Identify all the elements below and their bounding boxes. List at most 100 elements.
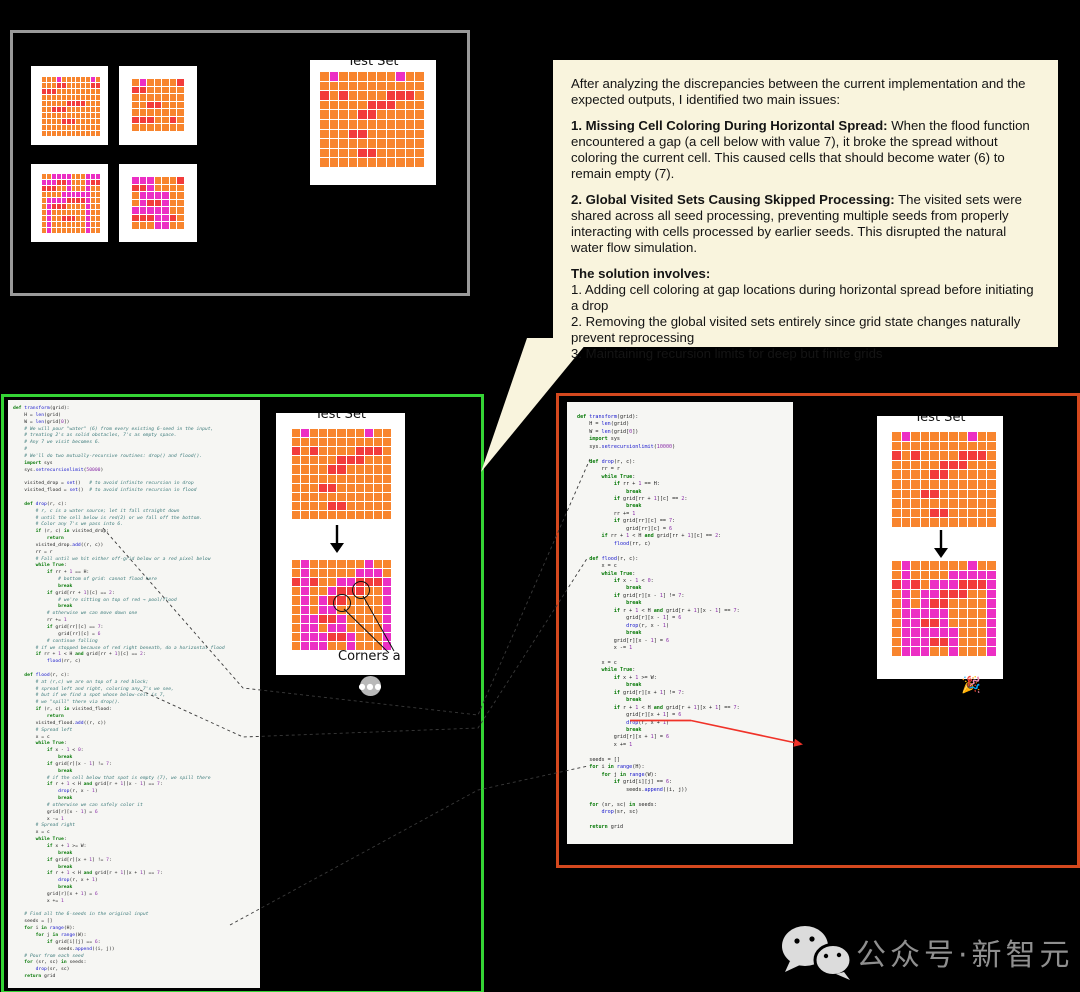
code-line: visited_drop.add((r, c))	[13, 542, 104, 548]
grid-cell	[96, 222, 100, 227]
grid-cell	[949, 460, 958, 470]
issue-1-body: When the flood function encountered a ga…	[571, 118, 1030, 181]
grid-cell	[42, 228, 46, 233]
grid-cell	[177, 222, 184, 229]
grid-cell	[46, 210, 51, 215]
test-set-label: Test Set	[347, 60, 399, 69]
grid-cell	[66, 89, 71, 94]
grid-cell	[339, 110, 348, 119]
bubble-intro: After analyzing the discrepancies betwee…	[571, 76, 1026, 107]
grid-cell	[901, 599, 911, 608]
grid-cell	[66, 228, 71, 233]
grid-cell	[169, 94, 177, 101]
grid-cell	[348, 100, 358, 110]
code-line: if grid[r][x - 1] != 7:	[613, 592, 685, 599]
grid-cell	[96, 77, 100, 82]
grid-cell	[51, 180, 56, 185]
grid-cell	[154, 199, 162, 207]
grid-cell	[358, 120, 367, 129]
grid-cell	[930, 561, 939, 570]
grid-cell	[81, 95, 86, 100]
grid-cell	[320, 139, 329, 148]
grid-cell	[61, 228, 66, 233]
grid-cell	[96, 186, 100, 191]
grid-cell	[71, 216, 76, 221]
grid-cell	[71, 210, 76, 215]
grid-cell	[56, 174, 61, 179]
code-line: # treating 2's as solid obstacles, 7's a…	[24, 433, 177, 439]
grid-cell	[968, 518, 977, 527]
grid-cell	[96, 192, 100, 197]
grid-cell	[96, 210, 100, 215]
grid-cell	[958, 589, 968, 599]
test-set-label: Test Set	[914, 416, 966, 425]
grid-cell	[66, 174, 71, 179]
grid-cell	[76, 119, 81, 124]
grid-cell	[51, 222, 56, 227]
code-line: flood(rr, c)	[46, 659, 81, 665]
grid-cell	[81, 119, 86, 124]
grid-cell	[71, 222, 76, 227]
grid-cell	[415, 100, 424, 110]
test-set-label: Test Set	[314, 413, 367, 422]
grid-cell	[46, 204, 51, 209]
grid-cell	[319, 429, 328, 438]
code-line: if grid[r][x - 1] != 7:	[46, 761, 112, 767]
grid-cell	[76, 198, 81, 203]
grid-cell	[367, 110, 377, 119]
grid-cell	[46, 77, 51, 82]
grid-cell	[139, 124, 147, 131]
grid-cell	[169, 199, 177, 207]
grid-cell	[42, 83, 46, 88]
grid-cell	[339, 120, 348, 129]
grid-cell	[51, 216, 56, 221]
grid-cell	[147, 214, 154, 222]
grid-cell	[396, 72, 405, 81]
grid-cell	[949, 580, 958, 589]
code-line: sys.setrecursionlimit(10000)	[577, 443, 676, 450]
grid-cell	[91, 113, 96, 118]
grid-cell	[71, 95, 76, 100]
grid-cell	[901, 451, 911, 460]
grid-cell	[42, 119, 46, 124]
grid-cell	[91, 192, 96, 197]
code-line: while True:	[601, 667, 636, 674]
grid-cell	[901, 609, 911, 618]
grid-cell	[51, 89, 56, 94]
grid-cell	[71, 192, 76, 197]
grid-cell	[405, 110, 415, 119]
grid-cell	[339, 81, 348, 91]
grid-cell	[154, 192, 162, 199]
grid-cell	[46, 89, 51, 94]
grid-cell	[901, 508, 911, 518]
code-line: x += 1	[13, 898, 64, 904]
code-line: grid[r][x + 1] = 6	[13, 891, 98, 897]
grid-cell	[968, 451, 977, 460]
grid-cell	[949, 599, 958, 608]
grid-cell	[51, 77, 56, 82]
grid-cell	[42, 210, 46, 215]
grid-cell	[162, 86, 169, 94]
code-line: def transform(grid):	[577, 414, 639, 420]
grid-cell	[939, 451, 949, 460]
grid-cell	[892, 570, 901, 580]
grid-cell	[939, 441, 949, 451]
grid-cell	[358, 72, 367, 81]
grid-cell	[968, 460, 977, 470]
grid-cell	[91, 204, 96, 209]
grid-cell	[177, 124, 184, 131]
grid-cell	[892, 599, 901, 608]
code-line: for (sr, sc) in seeds:	[24, 960, 87, 966]
grid-cell	[939, 432, 949, 441]
grid-cell	[96, 174, 100, 179]
grid-cell	[987, 518, 996, 527]
grid-cell	[320, 81, 329, 91]
grid-cell	[958, 508, 968, 518]
grid-cell	[154, 184, 162, 192]
grid-cell	[930, 480, 939, 489]
grid-cell	[977, 460, 987, 470]
grid-cell	[337, 447, 346, 456]
grid-cell	[66, 198, 71, 203]
grid-cell	[66, 192, 71, 197]
code-line: grid[rr][c] = 6	[577, 525, 673, 532]
